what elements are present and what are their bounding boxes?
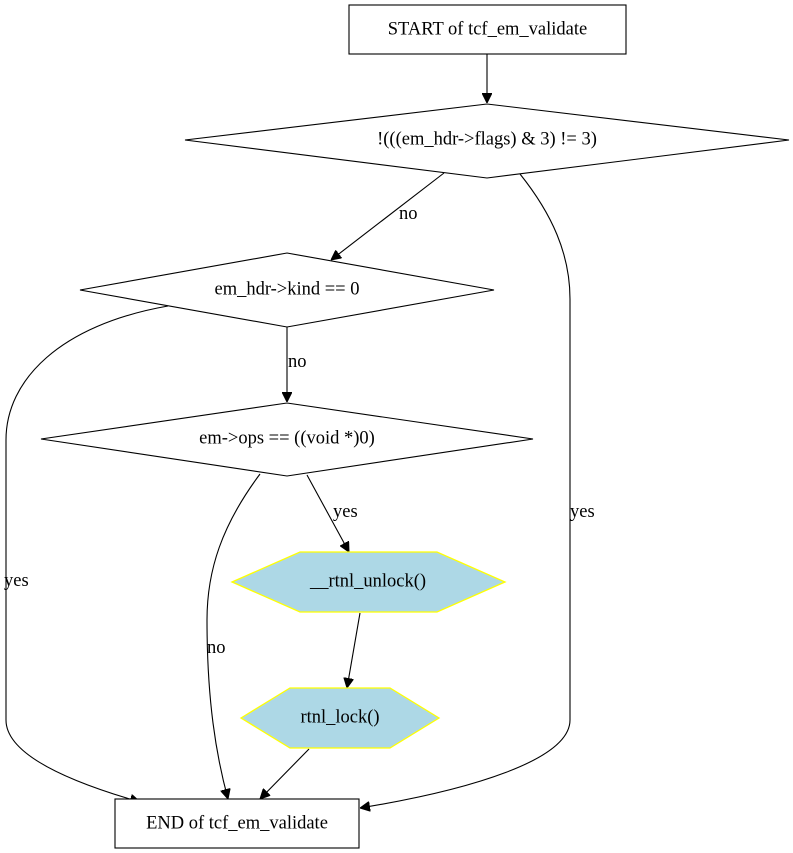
- edge-label-ops-no: no: [207, 638, 226, 658]
- lock-call-hexagon: [239, 687, 441, 749]
- edge-flags-to-kind: [331, 172, 445, 260]
- edge-kind-to-end: [5, 305, 169, 802]
- edge-label-ops-yes: yes: [333, 502, 358, 522]
- edge-lock-to-end: [260, 748, 310, 799]
- edge-unlock-to-lock: [347, 612, 361, 688]
- edge-label-flags-yes: yes: [570, 502, 595, 522]
- start-node-box: [348, 4, 627, 55]
- kind-condition-label: em_hdr->kind == 0: [215, 279, 360, 299]
- flags-condition-diamond: [184, 103, 790, 179]
- start-node-label: START of tcf_em_validate: [388, 19, 588, 39]
- flags-condition-node: !(((em_hdr->flags) & 3) != 3): [184, 103, 790, 179]
- nodes: START of tcf_em_validate !(((em_hdr->fla…: [40, 4, 790, 849]
- unlock-call-hexagon: [230, 551, 507, 613]
- lock-call-node: rtnl_lock(): [239, 687, 441, 749]
- end-node-box: [114, 798, 360, 849]
- kind-condition-diamond: [79, 252, 495, 328]
- flags-condition-label: !(((em_hdr->flags) & 3) != 3): [377, 129, 597, 149]
- end-node: END of tcf_em_validate: [114, 798, 360, 849]
- edge-label-kind-no: no: [288, 352, 307, 372]
- unlock-call-label: __rtnl_unlock(): [309, 571, 426, 591]
- start-node: START of tcf_em_validate: [348, 4, 627, 55]
- edge-ops-to-end: [206, 473, 261, 799]
- edge-flags-to-end: [360, 173, 571, 808]
- unlock-call-node: __rtnl_unlock(): [230, 551, 507, 613]
- edge-ops-to-unlock: [306, 474, 349, 552]
- edge-label-kind-yes: yes: [4, 571, 29, 591]
- lock-call-label: rtnl_lock(): [300, 707, 379, 727]
- ops-condition-diamond: [40, 402, 534, 477]
- ops-condition-label: em->ops == ((void *)0): [199, 428, 375, 448]
- kind-condition-node: em_hdr->kind == 0: [79, 252, 495, 328]
- edges: no yes no yes yes no: [4, 54, 595, 808]
- ops-condition-node: em->ops == ((void *)0): [40, 402, 534, 477]
- end-node-label: END of tcf_em_validate: [146, 813, 328, 833]
- edge-label-flags-no: no: [399, 204, 418, 224]
